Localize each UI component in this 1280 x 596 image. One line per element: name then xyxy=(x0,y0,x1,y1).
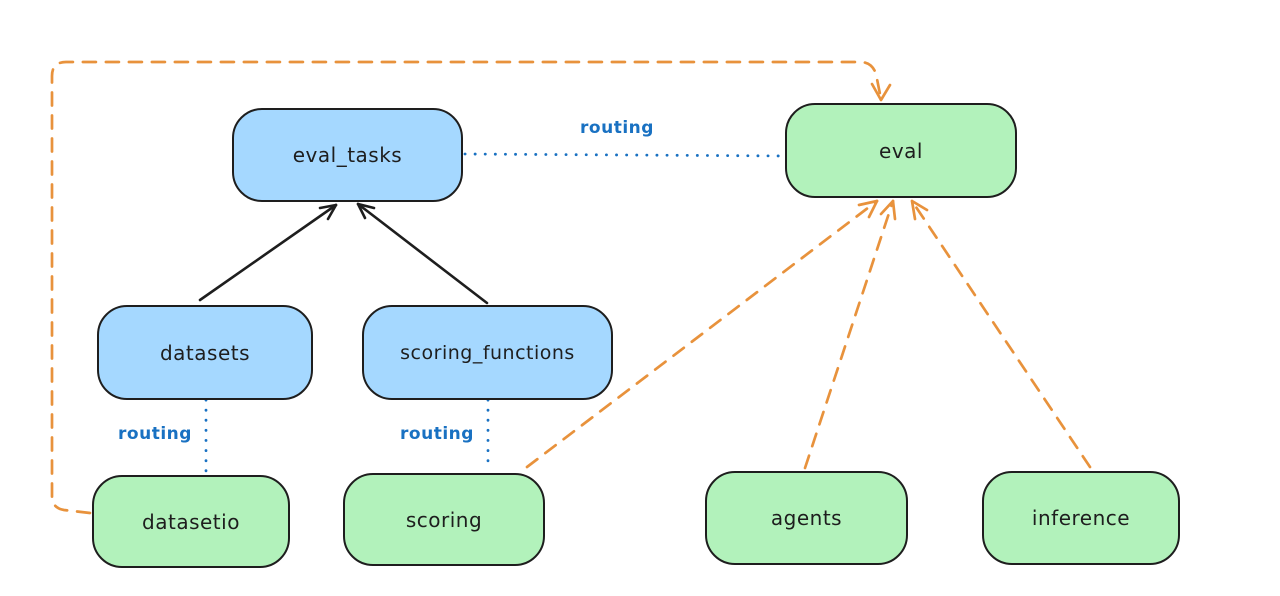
node-scoring-functions-label: scoring_functions xyxy=(400,341,575,364)
edge-eval-tasks-to-eval-routing xyxy=(463,152,787,158)
node-scoring-functions: scoring_functions xyxy=(362,305,613,400)
node-datasets-label: datasets xyxy=(159,340,251,365)
edge-label-routing-datasets-datasetio: routing xyxy=(118,424,192,444)
node-eval-label: eval xyxy=(879,138,923,163)
node-datasetio-label: datasetio xyxy=(142,509,240,534)
edge-scoring-functions-to-eval-tasks xyxy=(356,202,489,305)
node-agents-label: agents xyxy=(770,506,843,530)
node-eval-tasks: eval_tasks xyxy=(232,108,463,202)
node-eval: eval xyxy=(785,103,1017,198)
node-datasetio: datasetio xyxy=(92,475,290,568)
edge-datasets-to-eval-tasks xyxy=(198,203,338,302)
node-datasets: datasets xyxy=(97,305,313,400)
node-inference-label: inference xyxy=(1031,506,1131,530)
edge-agents-to-eval xyxy=(803,199,897,470)
node-inference: inference xyxy=(982,471,1180,565)
edge-inference-to-eval xyxy=(910,199,1092,469)
node-scoring-label: scoring xyxy=(405,507,483,532)
node-scoring: scoring xyxy=(343,473,545,566)
edge-datasetio-to-eval xyxy=(50,60,892,515)
edge-label-routing-scoring-functions-scoring: routing xyxy=(400,424,474,444)
node-agents: agents xyxy=(705,471,908,565)
edge-label-routing-eval-tasks-eval: routing xyxy=(580,118,654,138)
node-eval-tasks-label: eval_tasks xyxy=(292,143,403,167)
